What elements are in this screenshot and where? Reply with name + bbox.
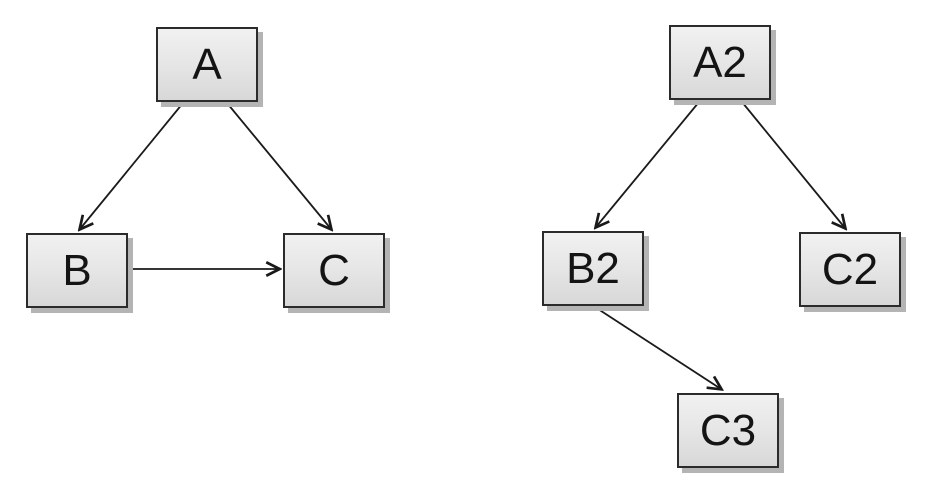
edge-A-C <box>226 102 331 229</box>
node-C-label: C <box>318 245 350 295</box>
edge-A2-C2 <box>741 101 845 228</box>
node-A2: A2 <box>669 25 771 100</box>
node-A2-label: A2 <box>693 37 747 87</box>
node-C3: C3 <box>677 393 779 468</box>
node-B-label: B <box>62 245 92 295</box>
edge-B2-C3 <box>594 306 721 389</box>
node-C2: C2 <box>799 232 901 307</box>
node-B2: B2 <box>542 231 644 306</box>
node-A: A <box>156 27 258 102</box>
node-B2-label: B2 <box>566 243 620 293</box>
node-A-label: A <box>192 39 222 89</box>
edge-A-B <box>80 102 184 229</box>
node-B: B <box>26 233 128 308</box>
node-C2-label: C2 <box>821 244 879 294</box>
node-C3-label: C3 <box>699 405 757 455</box>
node-C: C <box>283 233 385 308</box>
edge-A2-B2 <box>596 101 700 227</box>
